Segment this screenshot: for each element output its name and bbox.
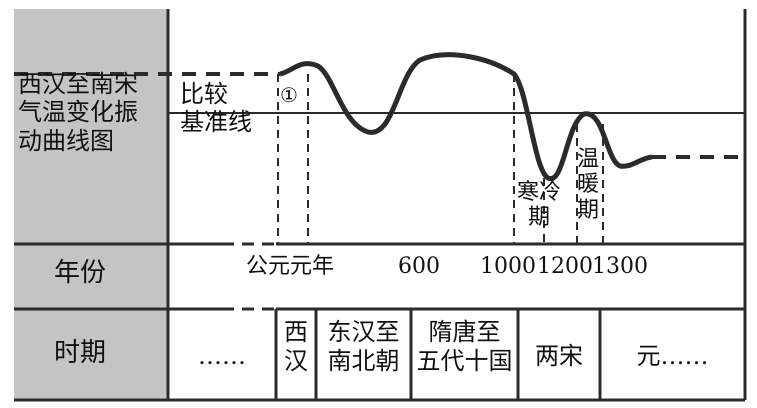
year-label-1000: 1000 (480, 254, 536, 279)
year-label-600: 600 (398, 254, 440, 279)
marker-one: ① (280, 83, 298, 107)
period-row-label: 时期 (53, 338, 106, 368)
cold-period-label-1: 寒冷 (517, 180, 562, 205)
chart-title: 西汉至南宋 气温变化振 动曲线图 (18, 70, 138, 155)
chart-title-line-3: 动曲线图 (18, 126, 114, 155)
year-label-1300: 1300 (592, 254, 648, 279)
year-label-1200: 1200 (537, 254, 593, 279)
reference-line-label-2: 基准线 (180, 108, 252, 137)
warm-period-label-3: 期 (577, 197, 600, 223)
period-label-western-han: 西 汉 (284, 318, 308, 375)
cold-period-label: 寒冷 期 (517, 180, 561, 231)
year-label-0: 公元元年 (246, 254, 335, 279)
warm-period-label: 温 暖 期 (577, 147, 599, 223)
chart-title-line-2: 气温变化振 (18, 98, 138, 127)
reference-line-label: 比较 基准线 (180, 80, 252, 137)
period-label-eastern-han: 东汉至 南北朝 (327, 318, 400, 375)
period-label-before: …… (198, 342, 246, 370)
cold-period-label-2: 期 (528, 205, 551, 231)
period-label-sui-tang: 隋唐至 五代十国 (416, 318, 513, 375)
period-label-song: 两宋 (535, 342, 583, 370)
warm-period-label-1: 温 (577, 147, 600, 172)
year-row-label: 年份 (53, 258, 106, 288)
chart-title-line-1: 西汉至南宋 (18, 70, 138, 98)
reference-line-label-1: 比较 (180, 80, 228, 108)
warm-period-label-2: 暖 (577, 172, 600, 198)
period-label-yuan: 元…… (636, 342, 709, 370)
